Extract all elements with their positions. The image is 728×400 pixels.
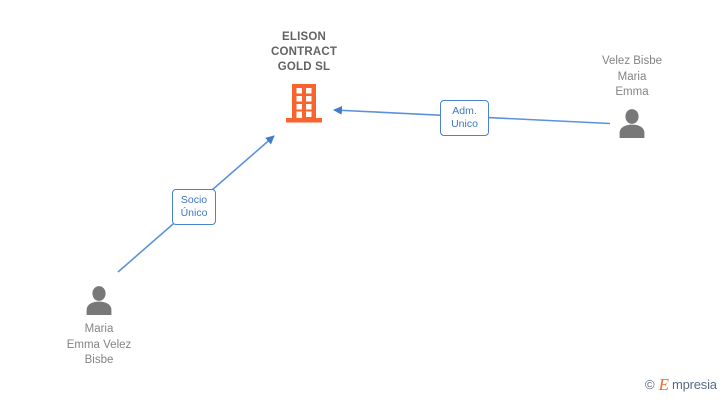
brand-name: mpresia [671,377,717,392]
watermark: © E mpresia [645,376,717,393]
person-icon-wrap [557,107,707,139]
company-node[interactable]: ELISON CONTRACT GOLD SL [232,30,376,124]
person-icon[interactable] [616,107,648,139]
company-icon-wrap [232,82,376,124]
edge-label-adm-unico[interactable]: Adm. Unico [440,100,489,136]
person-label: Maria Emma Velez Bisbe [66,323,132,366]
person-node-maria-emma-velez-bisbe[interactable]: Maria Emma Velez Bisbe [24,284,174,369]
brand-initial: E [658,375,669,394]
person-label: Velez Bisbe Maria Emma [601,55,663,98]
building-icon[interactable] [284,82,324,124]
person-icon[interactable] [83,284,115,316]
copyright-icon: © [645,377,655,392]
edge-label-socio-unico[interactable]: Socio Único [172,189,216,225]
company-title: ELISON CONTRACT GOLD SL [270,31,338,73]
person-node-velez-bisbe-maria-emma[interactable]: Velez Bisbe Maria Emma [557,54,707,139]
person-icon-wrap [24,284,174,316]
